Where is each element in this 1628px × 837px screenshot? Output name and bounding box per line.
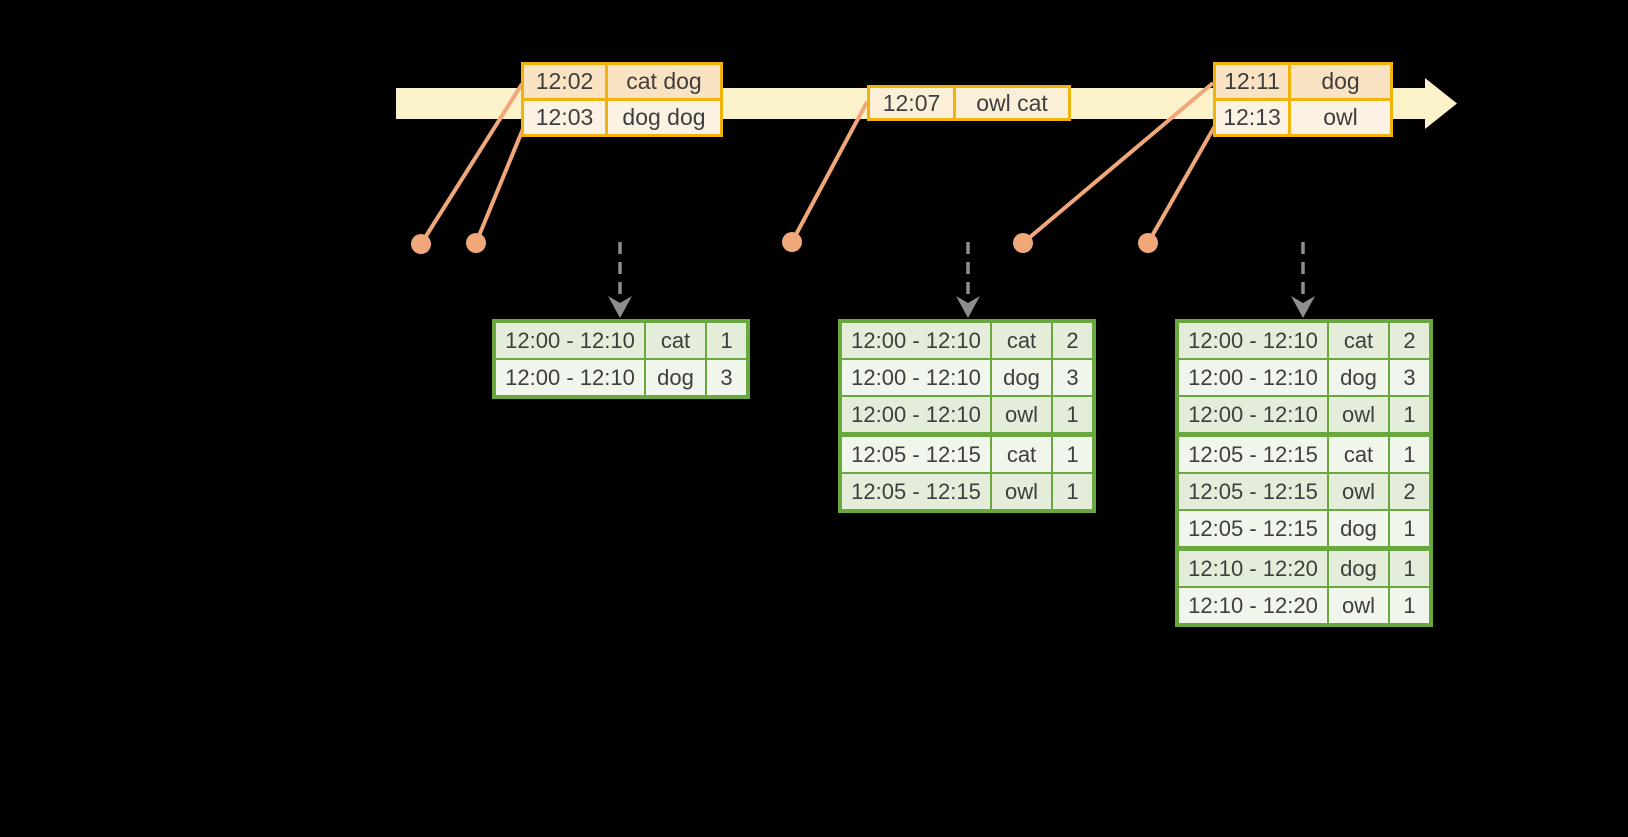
window-cell: 12:00 - 12:10 — [842, 323, 990, 358]
event-dot — [466, 233, 486, 253]
window-cell: 12:05 - 12:15 — [842, 474, 990, 509]
event-dot — [782, 232, 802, 252]
event-dot — [1013, 233, 1033, 253]
count-cell: 1 — [707, 323, 746, 358]
trigger-arrow-icon — [608, 242, 632, 318]
result-row: 12:10 - 12:20 owl 1 — [1179, 588, 1429, 623]
result-row: 12:05 - 12:15 owl 1 — [842, 474, 1092, 509]
trigger-arrows — [608, 242, 1315, 318]
event-connector-line — [419, 82, 524, 246]
count-cell: 1 — [1053, 437, 1092, 472]
event-words-cell: dog — [1291, 65, 1390, 98]
result-table-1: 12:00 - 12:10 cat 1 12:00 - 12:10 dog 3 — [492, 319, 750, 399]
event-time-cell: 12:11 — [1216, 65, 1288, 98]
count-cell: 1 — [1390, 511, 1429, 546]
event-dot — [411, 234, 431, 254]
window-cell: 12:00 - 12:10 — [1179, 323, 1327, 358]
event-words-cell: owl cat — [956, 88, 1068, 118]
result-row: 12:00 - 12:10 dog 3 — [1179, 360, 1429, 395]
word-cell: owl — [992, 397, 1051, 432]
word-cell: dog — [646, 360, 705, 395]
window-cell: 12:05 - 12:15 — [1179, 474, 1327, 509]
result-table-2: 12:00 - 12:10 cat 2 12:00 - 12:10 dog 3 … — [838, 319, 1096, 513]
event-words-cell: dog dog — [608, 101, 720, 134]
window-cell: 12:05 - 12:15 — [1179, 511, 1327, 546]
trigger-arrow-icon — [1291, 242, 1315, 318]
count-cell: 2 — [1390, 323, 1429, 358]
event-connector-lines — [419, 81, 1218, 246]
word-cell: cat — [992, 437, 1051, 472]
event-time-cell: 12:03 — [524, 101, 605, 134]
event-words-cell: cat dog — [608, 65, 720, 98]
count-cell: 1 — [1053, 474, 1092, 509]
event-connector-line — [1146, 123, 1218, 244]
event-connector-line — [474, 123, 527, 244]
result-row: 12:00 - 12:10 owl 1 — [1179, 397, 1429, 432]
result-row: 12:00 - 12:10 cat 2 — [1179, 323, 1429, 358]
event-connector-line — [790, 101, 869, 243]
window-cell: 12:00 - 12:10 — [1179, 360, 1327, 395]
window-cell: 12:00 - 12:10 — [496, 323, 644, 358]
result-row: 12:10 - 12:20 dog 1 — [1179, 551, 1429, 586]
event-time-cell: 12:02 — [524, 65, 605, 98]
result-row: 12:00 - 12:10 cat 1 — [496, 323, 746, 358]
window-cell: 12:00 - 12:10 — [842, 397, 990, 432]
word-cell: cat — [1329, 437, 1388, 472]
word-cell: dog — [1329, 360, 1388, 395]
word-cell: cat — [646, 323, 705, 358]
count-cell: 3 — [1053, 360, 1092, 395]
count-cell: 2 — [1390, 474, 1429, 509]
trigger-arrow-icon — [956, 242, 980, 318]
result-row: 12:05 - 12:15 dog 1 — [1179, 511, 1429, 546]
word-cell: owl — [1329, 397, 1388, 432]
event-dots — [411, 232, 1158, 254]
word-cell: dog — [1329, 551, 1388, 586]
event-dot — [1138, 233, 1158, 253]
count-cell: 1 — [1390, 437, 1429, 472]
event-table-3: 12:11 dog 12:13 owl — [1213, 62, 1393, 137]
window-cell: 12:00 - 12:10 — [842, 360, 990, 395]
count-cell: 2 — [1053, 323, 1092, 358]
count-cell: 1 — [1053, 397, 1092, 432]
result-row: 12:00 - 12:10 cat 2 — [842, 323, 1092, 358]
result-table-3: 12:00 - 12:10 cat 2 12:00 - 12:10 dog 3 … — [1175, 319, 1433, 627]
event-words-cell: owl — [1291, 101, 1390, 134]
window-cell: 12:10 - 12:20 — [1179, 588, 1327, 623]
event-time-cell: 12:13 — [1216, 101, 1288, 134]
word-cell: cat — [1329, 323, 1388, 358]
word-cell: owl — [1329, 474, 1388, 509]
result-row: 12:00 - 12:10 dog 3 — [496, 360, 746, 395]
result-row: 12:00 - 12:10 owl 1 — [842, 397, 1092, 432]
count-cell: 1 — [1390, 551, 1429, 586]
event-connector-line — [1021, 81, 1215, 245]
result-row: 12:05 - 12:15 cat 1 — [842, 437, 1092, 472]
count-cell: 1 — [1390, 588, 1429, 623]
event-table-2: 12:07 owl cat — [867, 85, 1071, 121]
event-time-cell: 12:07 — [870, 88, 953, 118]
window-cell: 12:00 - 12:10 — [1179, 397, 1327, 432]
word-cell: dog — [1329, 511, 1388, 546]
result-row: 12:05 - 12:15 owl 2 — [1179, 474, 1429, 509]
word-cell: owl — [1329, 588, 1388, 623]
count-cell: 3 — [1390, 360, 1429, 395]
window-cell: 12:10 - 12:20 — [1179, 551, 1327, 586]
result-row: 12:00 - 12:10 dog 3 — [842, 360, 1092, 395]
word-cell: owl — [992, 474, 1051, 509]
window-cell: 12:05 - 12:15 — [842, 437, 990, 472]
word-cell: dog — [992, 360, 1051, 395]
result-row: 12:05 - 12:15 cat 1 — [1179, 437, 1429, 472]
window-cell: 12:05 - 12:15 — [1179, 437, 1327, 472]
count-cell: 1 — [1390, 397, 1429, 432]
count-cell: 3 — [707, 360, 746, 395]
event-table-1: 12:02 cat dog 12:03 dog dog — [521, 62, 723, 137]
word-cell: cat — [992, 323, 1051, 358]
window-cell: 12:00 - 12:10 — [496, 360, 644, 395]
